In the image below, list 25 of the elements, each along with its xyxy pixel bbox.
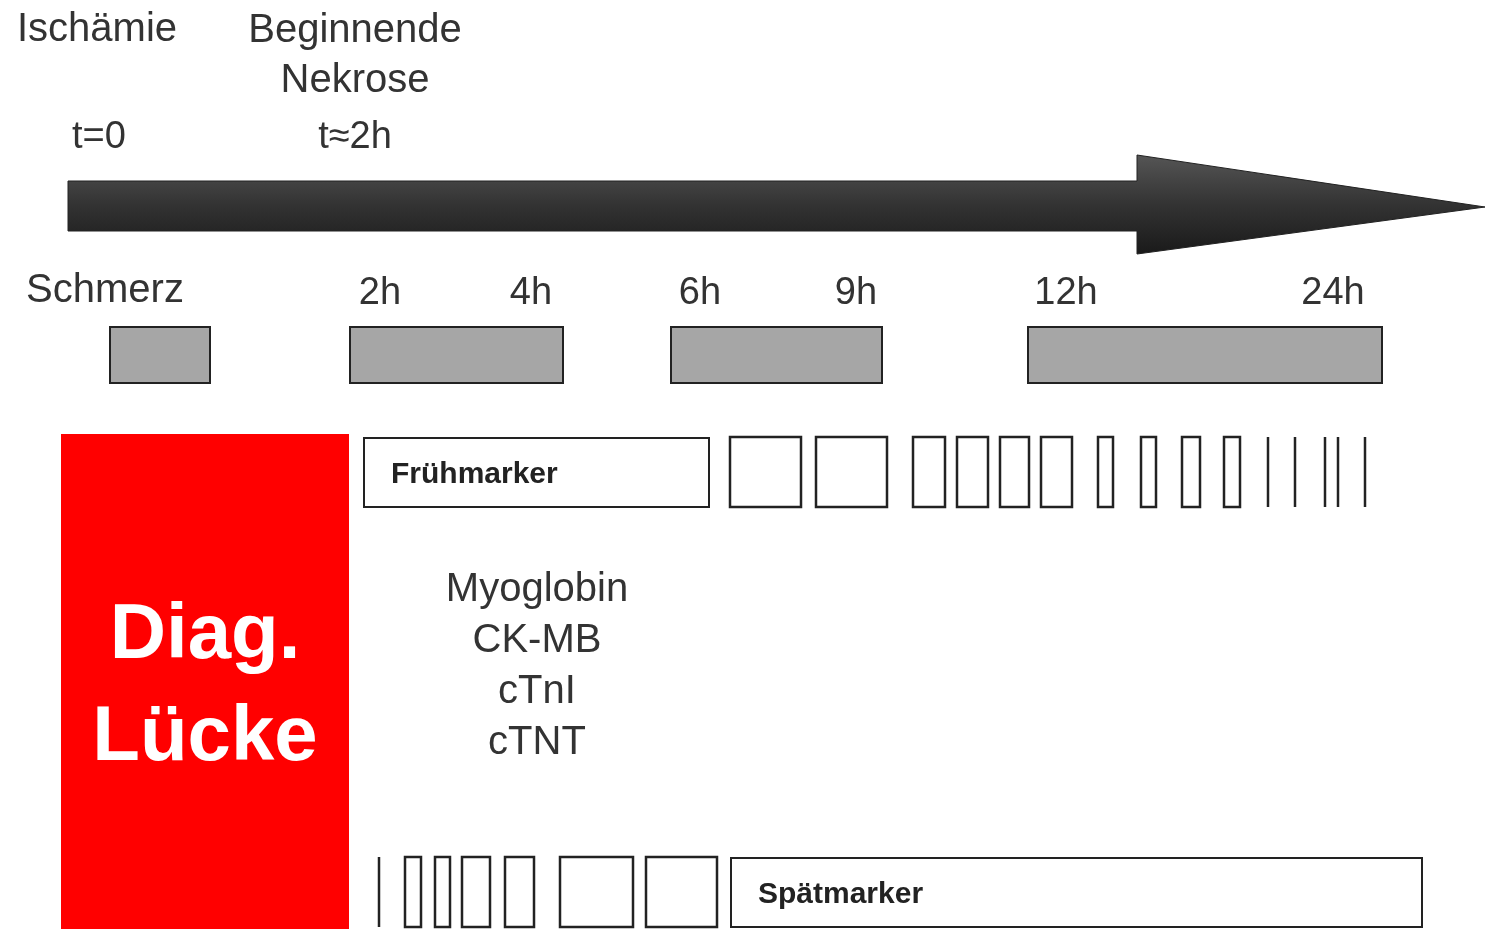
timeline-label: cTNT bbox=[488, 717, 586, 764]
timeline-label: 12h bbox=[1034, 269, 1098, 314]
time-window-bar bbox=[1027, 326, 1383, 384]
marker-box bbox=[730, 857, 1423, 928]
timeline-label: t=0 bbox=[72, 113, 126, 158]
time-window-bar bbox=[109, 326, 211, 384]
marker-label: Frühmarker bbox=[391, 455, 558, 490]
timeline-label: 24h bbox=[1301, 269, 1365, 314]
gap-label: Diag. Lücke bbox=[91, 585, 319, 779]
marker-box bbox=[363, 437, 710, 508]
timeline-label: CK-MB bbox=[472, 615, 602, 662]
timeline-label: 2h bbox=[358, 269, 402, 314]
timeline-label: Beginnende Nekrose bbox=[247, 5, 463, 102]
time-window-bar bbox=[349, 326, 564, 384]
timeline-label: 4h bbox=[509, 269, 553, 314]
timeline-label: t≈2h bbox=[318, 113, 392, 158]
timeline-label: Myoglobin bbox=[445, 564, 629, 611]
timeline-label: cTnI bbox=[498, 666, 576, 713]
timeline-label: Ischämie bbox=[16, 4, 178, 51]
time-window-bar bbox=[670, 326, 883, 384]
timeline-label: 6h bbox=[678, 269, 722, 314]
marker-label: Spätmarker bbox=[758, 875, 924, 910]
timeline-label: 9h bbox=[834, 269, 878, 314]
timeline-label: Schmerz bbox=[26, 265, 184, 312]
diagnostic-gap-box bbox=[61, 434, 349, 929]
